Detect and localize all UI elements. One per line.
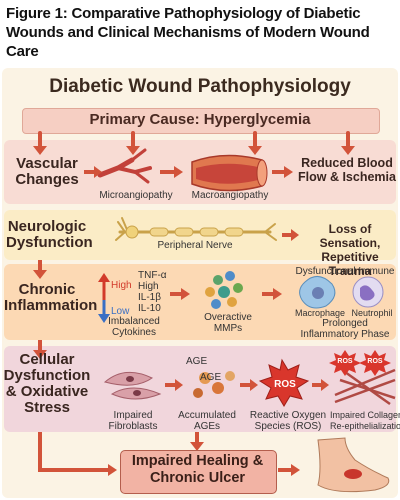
arrow-head <box>248 146 262 155</box>
banner-arrows <box>38 131 350 150</box>
mmp-molecules-icon <box>205 271 243 309</box>
arrow-head <box>94 166 102 178</box>
nerve-cell-icon <box>115 217 277 241</box>
flow-arrow <box>38 432 110 472</box>
arrow-head <box>291 229 299 241</box>
arrow-head <box>321 379 329 391</box>
arrow-head <box>250 379 258 391</box>
macrophage-icon <box>299 276 336 309</box>
peripheral-nerve-label: Peripheral Nerve <box>157 240 233 251</box>
neutrophil-label: Neutrophil <box>351 308 393 318</box>
myelin-segment <box>224 227 244 237</box>
ros-burst-icon <box>329 350 391 376</box>
arrow-head <box>341 146 355 155</box>
arrow-head <box>33 146 47 155</box>
high-low-arrow-icon <box>98 273 110 323</box>
arrow-head <box>33 350 47 359</box>
impaired-collagen-label: Impaired Collagen &Re-epithelialization <box>330 410 400 431</box>
figure-title: Figure 1: Comparative Pathophysiology of… <box>6 5 370 60</box>
arrow-head <box>175 379 183 391</box>
final-outcome-box <box>120 450 277 494</box>
neurologic-row <box>4 210 396 260</box>
age-tag: AGE <box>200 372 222 383</box>
arrow-head <box>108 464 117 476</box>
primary-cause-label: Primary Cause: Hyperglycemia <box>89 111 311 128</box>
fibroblast-icon <box>103 371 162 400</box>
primary-cause-banner <box>22 108 380 134</box>
ros-tag: ROS <box>274 379 296 390</box>
arrow-head <box>174 166 183 178</box>
arrow-head <box>190 442 204 451</box>
foot-ulcer-icon <box>317 437 390 493</box>
high-label: High <box>111 280 132 291</box>
arrow-head <box>33 270 47 279</box>
loss-of-sensation-label: Loss of Sensation,Repetitive Trauma <box>319 222 381 278</box>
arrow-head <box>284 166 293 178</box>
blood-vessel-icon <box>191 154 268 192</box>
low-label: Low <box>111 306 130 317</box>
diagram-title: Diabetic Wound Pathophysiology <box>49 76 351 97</box>
ros-tag: ROS <box>337 358 353 365</box>
ros-tag: ROS <box>367 358 383 365</box>
dysfunctional-immune-label: Dysfunctional Immune <box>295 266 395 277</box>
branching-vessel-icon <box>97 148 152 184</box>
arrow-head <box>126 146 140 155</box>
ros-burst-icon <box>258 358 310 407</box>
myelin-segment <box>174 227 194 237</box>
macroangiopathy-label: Macroangiopathy <box>191 190 269 201</box>
neutrophil-icon <box>352 276 384 308</box>
myelin-segment <box>199 227 219 237</box>
arrow-head <box>273 288 282 300</box>
myelin-segment <box>149 227 169 237</box>
age-molecule-icon <box>193 371 235 398</box>
collagen-fibers-icon <box>334 368 396 406</box>
cytokine-list: TNF-α High IL-1β IL-10 <box>138 270 167 314</box>
microangiopathy-label: Microangiopathy <box>99 190 173 201</box>
final-outcome-label: Impaired Healing &Chronic Ulcer <box>131 453 264 486</box>
cellular-label: Cellular Dysfunction & Oxidative Stress <box>3 351 91 416</box>
arrow-head <box>291 464 300 476</box>
macrophage-label: Macrophage <box>294 308 346 318</box>
age-tag: AGE <box>186 356 208 367</box>
arrow-head <box>181 288 190 300</box>
